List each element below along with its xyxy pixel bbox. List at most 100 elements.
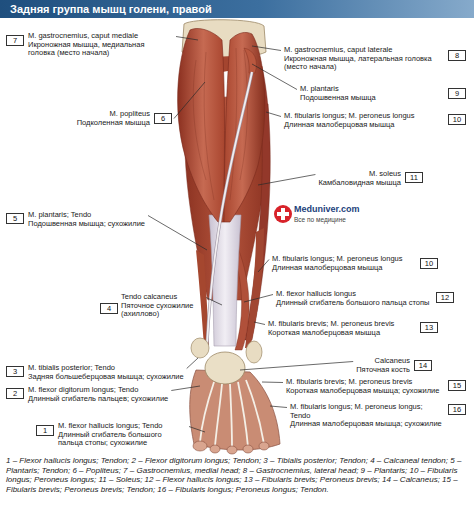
lateral-malleolus xyxy=(246,341,262,363)
muscle-label: M. fibularis brevis; M. peroneus brevis xyxy=(268,320,394,329)
callout-number: 7 xyxy=(13,36,17,45)
leader-line xyxy=(258,175,315,186)
callout-number: 11 xyxy=(410,173,418,182)
muscle-label: M. gastrocnemius, caput mediale xyxy=(28,32,138,41)
leader-line xyxy=(244,295,273,303)
muscle-label: Длинная малоберцовая мышца xyxy=(272,264,382,273)
callout-number: 10 xyxy=(425,259,433,268)
callout-number: 13 xyxy=(425,323,433,332)
callout-box: 16 xyxy=(448,404,466,415)
callout-number: 15 xyxy=(453,381,461,390)
leader-line xyxy=(148,216,207,251)
callout-box: 10 xyxy=(420,258,438,269)
callout-box: 7 xyxy=(6,35,24,46)
leader-line xyxy=(258,260,269,273)
muscle-label: Длинный сгибатель большого пальца стопы;… xyxy=(58,431,186,448)
logo-circle xyxy=(274,205,292,223)
callout-box: 3 xyxy=(6,366,24,377)
leader-line xyxy=(171,386,200,391)
muscle-label: Пяточная кость xyxy=(356,366,410,375)
calcaneus-bone xyxy=(205,352,245,384)
muscle-label: Длинная малоберцовая мышца xyxy=(284,121,394,130)
muscle-label: Задняя большеберцовая мышца; сухожилие xyxy=(28,373,184,382)
callout-box: 12 xyxy=(436,292,454,303)
muscle-label: M. fibularis longus; M. peroneus longus;… xyxy=(290,403,444,420)
muscle-label: Длинный сгибатель большого пальца стопы xyxy=(276,299,429,308)
callout-box: 11 xyxy=(405,172,423,183)
callout-number: 8 xyxy=(455,51,459,60)
callout-number: 3 xyxy=(13,367,17,376)
muscle-label: Подошвенная мышца; сухожилие xyxy=(28,220,145,229)
muscle-label: Икроножная мышца, медиальная головка (ме… xyxy=(28,41,173,58)
muscle-label: Calcaneus xyxy=(375,357,410,366)
callout-number: 14 xyxy=(419,361,427,370)
callout-box: 8 xyxy=(448,50,466,61)
leader-line xyxy=(262,382,283,384)
callout-box: 14 xyxy=(414,360,432,371)
muscle-label: Короткая малоберцовая мышца xyxy=(268,329,380,338)
callout-box: 15 xyxy=(448,380,466,391)
muscle-label: Длинная малоберцовая мышца; сухожилие xyxy=(290,420,442,429)
muscle-label: M. fibularis brevis; M. peroneus brevis xyxy=(286,378,412,387)
muscle-label: M. flexor hallucis longus xyxy=(276,290,356,299)
callout-number: 5 xyxy=(13,214,17,223)
callout-box: 4 xyxy=(100,303,118,314)
callout-box: 1 xyxy=(36,425,54,436)
gastrocnemius-medial-head xyxy=(178,28,225,222)
title-text: Задняя группа мышц голени, правой xyxy=(10,2,212,16)
callout-box: 13 xyxy=(420,322,438,333)
plantaris-muscle xyxy=(244,48,256,73)
muscle-label: M. plantaris xyxy=(300,85,339,94)
muscle-label: Подошвенная мышца xyxy=(300,94,376,103)
callout-number: 6 xyxy=(161,114,165,123)
watermark-text: Meduniver.com xyxy=(294,204,360,215)
callout-number: 9 xyxy=(455,89,459,98)
callout-box: 6 xyxy=(154,113,172,124)
leader-line xyxy=(254,322,265,325)
muscle-label: M. tibialis posterior; Tendo xyxy=(28,364,115,373)
muscle-label: M. popliteus xyxy=(110,110,150,119)
callout-box: 9 xyxy=(448,88,466,99)
plantaris-tendon-edge xyxy=(207,72,252,345)
toe-outline xyxy=(193,441,269,454)
medial-malleolus xyxy=(191,338,209,358)
muscle-label: M. fibularis longus; M. peroneus longus xyxy=(272,255,403,264)
leader-line xyxy=(266,112,281,117)
muscle-label: Длинный сгибатель пальцев; сухожилие xyxy=(28,395,168,404)
callout-number: 4 xyxy=(107,304,111,313)
muscle-label: Подколенная мышца xyxy=(77,119,150,128)
caption-text: 1 – Flexor hallucis longus; Tendon; 2 – … xyxy=(6,456,468,494)
callout-box: 5 xyxy=(6,213,24,224)
watermark-text: Все по медицине xyxy=(294,216,346,224)
leader-line xyxy=(240,362,353,371)
muscle-label: M. flexor digitorum longus; Tendo xyxy=(28,386,138,395)
callout-number: 2 xyxy=(13,389,17,398)
leader-line xyxy=(174,82,205,119)
muscle-label: Икроножная мышца, латеральная головка (м… xyxy=(284,55,442,72)
calcaneal-tendon xyxy=(209,215,241,346)
muscle-label: M. soleus xyxy=(369,170,401,179)
leader-line xyxy=(189,427,205,433)
leader-line xyxy=(252,46,281,51)
foot-tendons xyxy=(200,380,264,448)
muscle-label: Камбаловидная мышца xyxy=(318,179,401,188)
callout-number: 16 xyxy=(453,405,461,414)
muscle-label: M. flexor hallucis longus; Tendo xyxy=(58,422,163,431)
muscle-label: M. plantaris; Tendo xyxy=(28,211,91,220)
muscle-label: Tendo calcaneus xyxy=(121,293,177,302)
leader-line xyxy=(176,37,198,41)
logo-cross xyxy=(277,208,289,220)
muscle-label: Короткая малоберцовая мышца; сухожилие xyxy=(286,387,439,396)
callout-number: 10 xyxy=(453,115,461,124)
muscle-label: M. fibularis longus; M. peroneus longus xyxy=(284,112,415,121)
gastrocnemius-lateral-head xyxy=(224,32,265,222)
callout-box: 2 xyxy=(6,388,24,399)
leader-line xyxy=(206,298,222,306)
plantaris-tendon xyxy=(207,72,252,345)
callout-box: 10 xyxy=(448,114,466,125)
leader-line xyxy=(187,358,198,369)
muscle-label: M. gastrocnemius, caput laterale xyxy=(284,46,392,55)
leader-line xyxy=(270,406,287,408)
callout-number: 12 xyxy=(441,293,449,302)
